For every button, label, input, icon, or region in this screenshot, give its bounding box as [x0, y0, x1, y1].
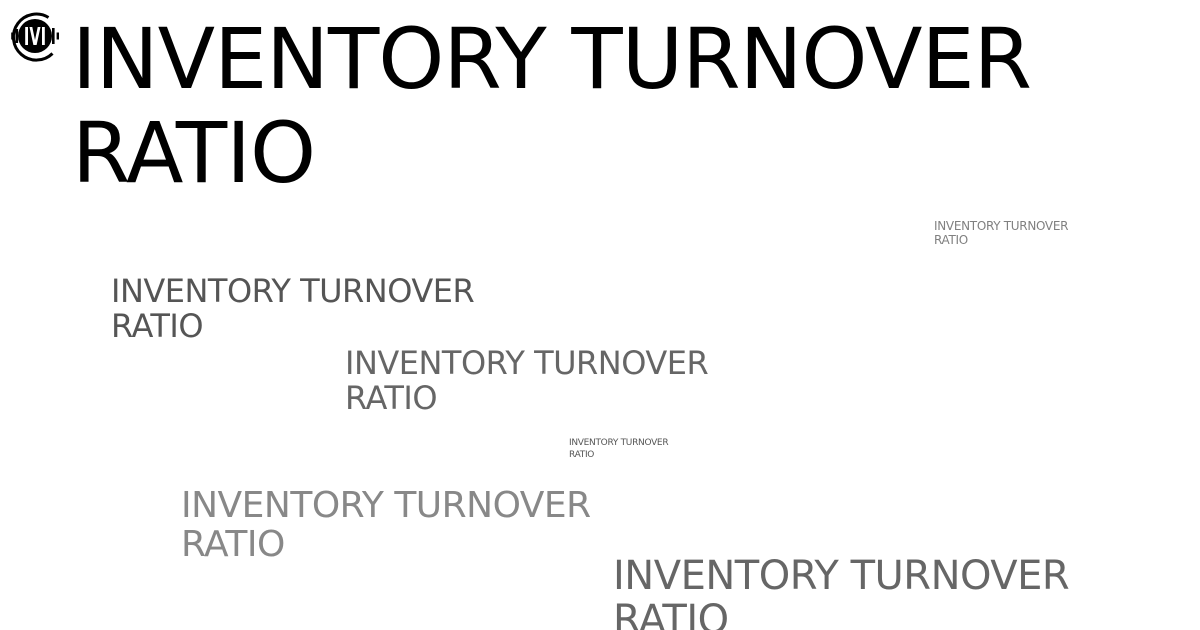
repeated-title-text: INVENTORY TURNOVER RATIO — [111, 272, 475, 345]
repeated-title-text: INVENTORY TURNOVER RATIO — [569, 438, 669, 460]
repeated-title-text: INVENTORY TURNOVER RATIO — [345, 344, 709, 417]
repeated-title-text: INVENTORY TURNOVER RATIO — [181, 485, 591, 565]
repeated-title-text: INVENTORY TURNOVER RATIO — [613, 553, 1070, 630]
page-title: INVENTORY TURNOVER RATIO — [72, 10, 1032, 202]
repeated-title-text: INVENTORY TURNOVER RATIO — [934, 219, 1069, 247]
iwi-logo-icon — [8, 9, 62, 63]
